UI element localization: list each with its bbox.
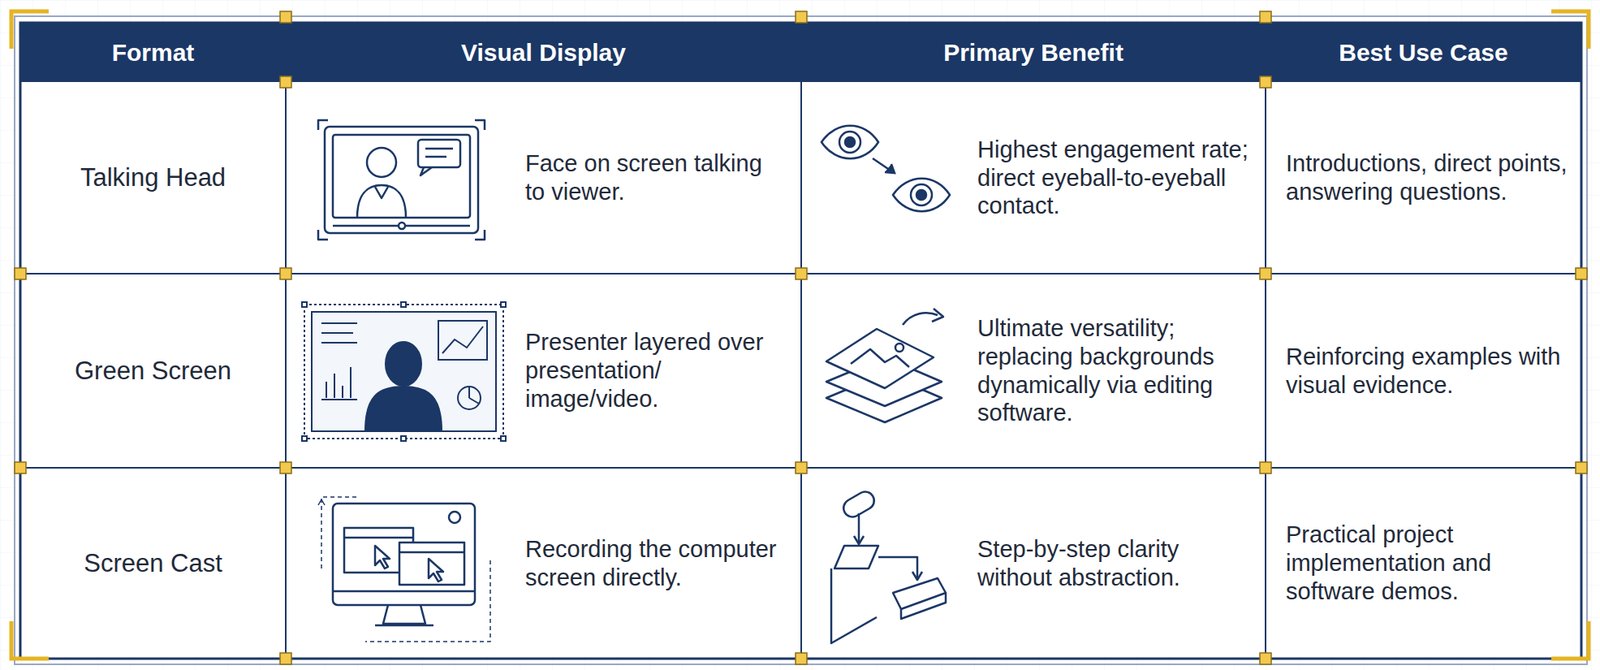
column-header: Visual Display bbox=[285, 22, 802, 82]
table-cell: Highest engagement rate; direct eyeball-… bbox=[977, 81, 1252, 274]
table-cell: Practical project implementation and sof… bbox=[1285, 467, 1570, 659]
grid-lines bbox=[20, 22, 1582, 659]
column-header: Primary Benefit bbox=[801, 22, 1266, 82]
table-cell: Recording the computer screen directly. bbox=[525, 467, 785, 659]
table-cell: Introductions, direct points, answering … bbox=[1285, 81, 1570, 274]
eye-contact-icon bbox=[821, 125, 950, 212]
column-header: Format bbox=[20, 22, 286, 82]
corner-brackets bbox=[11, 11, 1589, 659]
table-frame bbox=[20, 22, 1582, 659]
table-cell: Step-by-step clarity without abstraction… bbox=[977, 467, 1252, 659]
table-cell: Ultimate versatility; replacing backgrou… bbox=[977, 273, 1252, 468]
format-cell: Green Screen bbox=[20, 273, 286, 468]
format-cell: Talking Head bbox=[20, 81, 286, 274]
column-header: Best Use Case bbox=[1265, 22, 1582, 82]
table-cell: Reinforcing examples with visual evidenc… bbox=[1285, 273, 1570, 468]
green-screen-icon bbox=[301, 301, 506, 441]
format-cell: Screen Cast bbox=[20, 467, 286, 659]
outer-frame bbox=[14, 16, 1588, 665]
screen-cast-icon bbox=[318, 496, 491, 642]
joint-markers bbox=[14, 11, 1588, 665]
talking-head-icon bbox=[318, 120, 485, 240]
step-flow-icon bbox=[831, 487, 946, 643]
table-cell: Face on screen talking to viewer. bbox=[525, 81, 785, 274]
table-cell: Presenter layered over presentation/ ima… bbox=[525, 273, 785, 468]
layers-icon bbox=[826, 308, 944, 423]
